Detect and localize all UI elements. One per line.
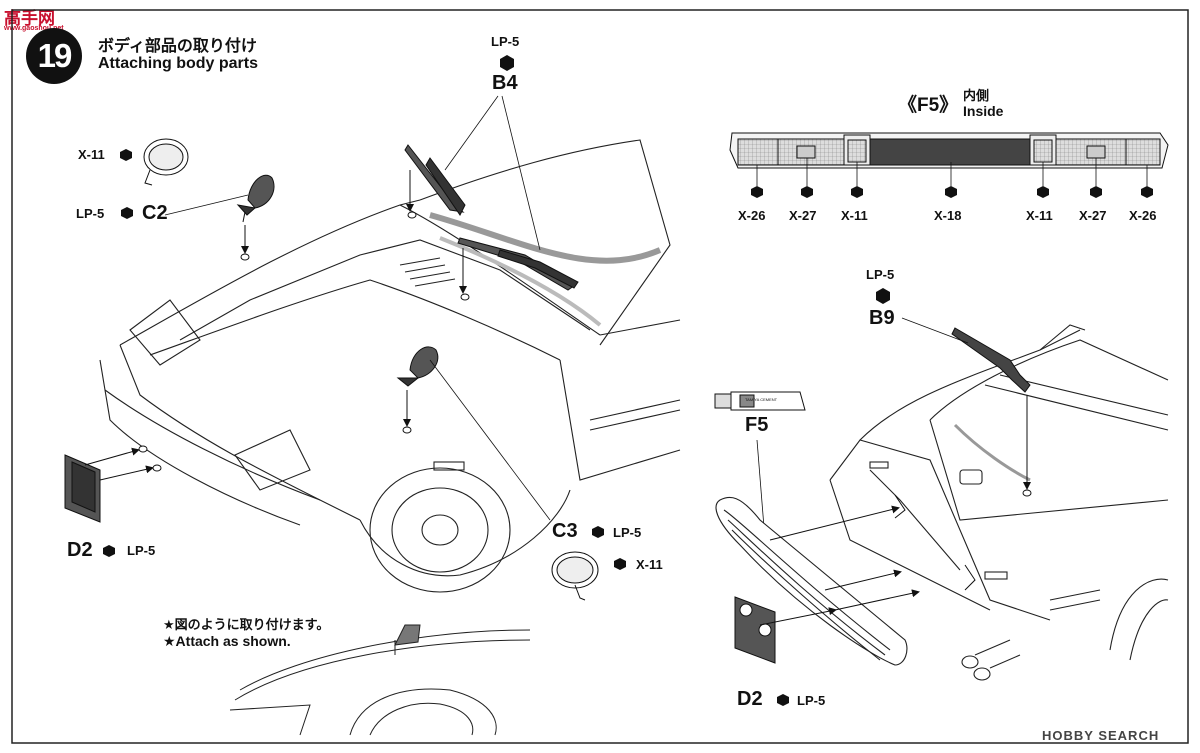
cement-tube bbox=[714, 391, 806, 411]
watermark-logo: 高手网 bbox=[4, 9, 55, 29]
hex-x11-c2mirror bbox=[120, 149, 132, 161]
rear-plate bbox=[734, 596, 776, 664]
f5-paint-5: X-11 bbox=[1026, 208, 1053, 223]
hobby-search-watermark: HOBBY SEARCH bbox=[1042, 728, 1160, 743]
mirror-c3 bbox=[396, 346, 439, 387]
f5-panel-title: 《F5》 bbox=[898, 95, 959, 116]
f5-paint-7: X-26 bbox=[1129, 208, 1157, 223]
detail-drawing bbox=[229, 624, 531, 736]
c2-paint-lp5: LP-5 bbox=[76, 206, 105, 221]
watermark-url: www.gaoshou.net bbox=[4, 25, 64, 32]
part-code-c2: C2 bbox=[142, 202, 168, 224]
part-code-d2-front: D2 bbox=[67, 539, 93, 561]
f5-panel-drawing bbox=[729, 132, 1169, 169]
part-code-d2-rear: D2 bbox=[737, 688, 763, 710]
front-plate bbox=[64, 454, 101, 523]
d2-rear-paint-lp5: LP-5 bbox=[797, 693, 826, 708]
d2-front-paint-lp5: LP-5 bbox=[127, 543, 156, 558]
rear-car-outline bbox=[829, 324, 1169, 681]
f5-paint-4: X-18 bbox=[934, 208, 962, 223]
front-wipers bbox=[404, 144, 579, 291]
f5-paint-3: X-11 bbox=[841, 208, 868, 223]
hex-d2-rear bbox=[777, 694, 789, 706]
rear-wiper bbox=[951, 327, 1031, 393]
hex-d2-front bbox=[103, 545, 115, 557]
mirror-c2-painted bbox=[143, 138, 189, 186]
c3-mirror-paint-x11: X-11 bbox=[636, 557, 663, 572]
f5-inside-ja: 内側 bbox=[963, 89, 990, 104]
mirror-c3-painted bbox=[551, 551, 599, 601]
hex-c3 bbox=[592, 526, 604, 538]
front-car-outline bbox=[99, 139, 681, 593]
f5-inside-en: Inside bbox=[963, 103, 1004, 119]
paint-hexagons bbox=[103, 55, 1153, 706]
f5-paint-2: X-27 bbox=[789, 208, 817, 223]
mirror-c2 bbox=[236, 174, 275, 223]
page-frame bbox=[11, 9, 1189, 744]
c2-mirror-paint-x11: X-11 bbox=[78, 147, 105, 162]
part-code-b9: B9 bbox=[869, 307, 895, 329]
note-en: ★Attach as shown. bbox=[163, 633, 291, 649]
f5-paint-1: X-26 bbox=[738, 208, 766, 223]
step-title-en: Attaching body parts bbox=[98, 55, 259, 72]
c3-paint-lp5: LP-5 bbox=[613, 525, 642, 540]
hex-x11-c3mirror bbox=[614, 558, 626, 570]
rear-bumper bbox=[715, 496, 908, 666]
hex-lp5-c2 bbox=[121, 207, 133, 219]
note-ja: ★図のように取り付けます。 bbox=[163, 618, 330, 633]
hex-b4 bbox=[500, 55, 514, 71]
f5-leader-lines bbox=[756, 158, 1148, 186]
cement-tube-label: TAMIYA CEMENT bbox=[745, 397, 778, 402]
b9-paint-lp5: LP-5 bbox=[866, 267, 895, 282]
b4-paint-lp5: LP-5 bbox=[491, 34, 520, 49]
part-code-c3: C3 bbox=[552, 520, 578, 542]
part-code-f5: F5 bbox=[745, 414, 769, 436]
step-title-ja: ボディ部品の取り付け bbox=[98, 36, 257, 55]
step-number-badge: 19 bbox=[26, 28, 82, 84]
part-code-b4: B4 bbox=[492, 72, 518, 94]
hex-b9 bbox=[876, 288, 890, 304]
f5-paint-6: X-27 bbox=[1079, 208, 1107, 223]
